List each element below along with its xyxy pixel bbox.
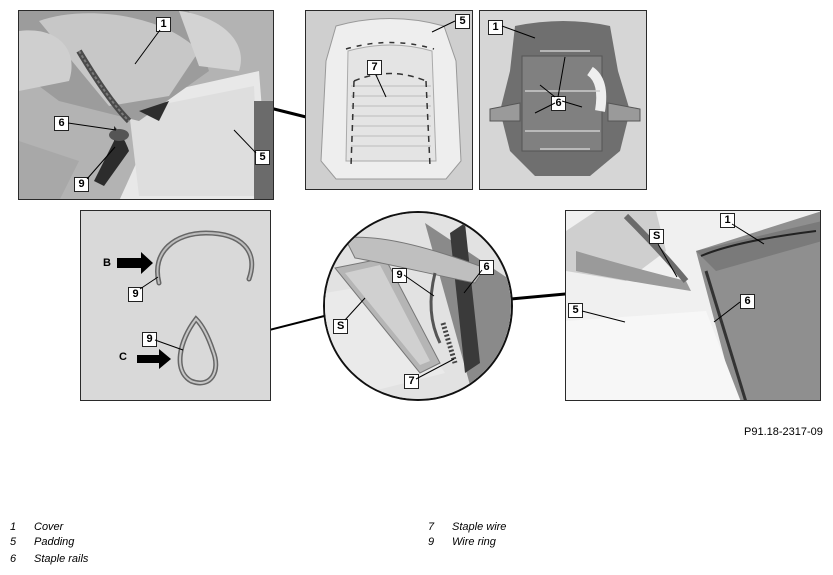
legend-num: 5: [10, 536, 17, 548]
wire-ring-panel: [80, 210, 271, 401]
leader-line: [713, 301, 741, 323]
callout-7: 7: [367, 60, 382, 75]
photo-padding: [305, 10, 473, 190]
leader-line: [403, 274, 435, 297]
callout-5: 5: [255, 150, 270, 165]
leader-line: [731, 223, 765, 245]
legend-text: Wire ring: [452, 536, 496, 548]
callout-5: 5: [455, 14, 470, 29]
leader-line: [134, 29, 161, 65]
callout-C: C: [119, 351, 127, 363]
callout-S: S: [333, 319, 349, 334]
legend-num: 1: [10, 521, 17, 533]
legend-text: Staple wire: [452, 521, 507, 533]
photo-pliers: [565, 210, 821, 401]
callout-6: 6: [551, 96, 566, 111]
callout-7: 7: [404, 374, 419, 389]
callout-9: 9: [392, 268, 407, 283]
leader-line: [67, 122, 117, 131]
leader-line: [86, 146, 116, 180]
legend-num: 9: [428, 536, 435, 548]
leader-line: [657, 243, 678, 278]
callout-1: 1: [156, 17, 171, 32]
leader-line: [415, 358, 455, 380]
callout-5: 5: [568, 303, 583, 318]
callout-1: 1: [488, 20, 503, 35]
leader-line: [581, 310, 626, 323]
legend-text: Staple rails: [34, 553, 89, 565]
leader-line: [534, 56, 583, 114]
callout-6: 6: [479, 260, 494, 275]
leader-line: [463, 269, 483, 294]
legend-text: Cover: [34, 521, 64, 533]
leader-line: [233, 129, 257, 154]
callout-9: 9: [128, 287, 143, 302]
leader-line: [375, 74, 387, 98]
figure-code: P91.18-2317-09: [744, 426, 823, 438]
magnified-detail: [323, 211, 513, 401]
callout-6: 6: [740, 294, 755, 309]
leader-line: [431, 20, 456, 33]
legend-num: 6: [10, 553, 17, 565]
legend-num: 7: [428, 521, 435, 533]
callout-9: 9: [74, 177, 89, 192]
callout-B: B: [103, 257, 111, 269]
leader-line: [501, 25, 536, 39]
leader-line: [154, 339, 184, 351]
photo-cover-removal: [18, 10, 274, 200]
callout-S: S: [649, 229, 665, 244]
legend-text: Padding: [34, 536, 75, 548]
callout-1: 1: [720, 213, 735, 228]
callout-9: 9: [142, 332, 157, 347]
leader-line: [139, 276, 159, 290]
leader-line: [344, 297, 366, 321]
